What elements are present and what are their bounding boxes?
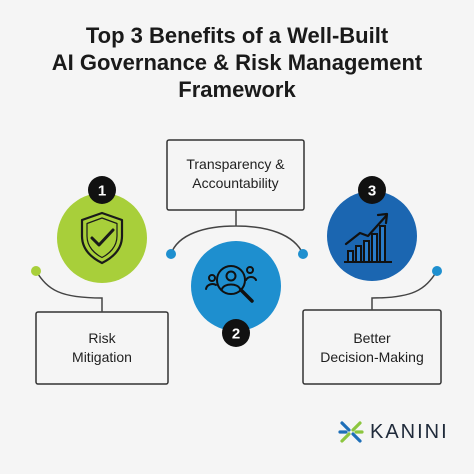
connector-dot-center-left — [166, 249, 176, 259]
page-title: Top 3 Benefits of a Well-Built AI Govern… — [0, 22, 474, 103]
shield-check-icon — [80, 211, 124, 265]
number-badge-2 — [222, 319, 250, 347]
number-badge-3-text: 3 — [368, 183, 376, 200]
kanini-logo-icon — [338, 421, 364, 443]
number-badge-2-text: 2 — [232, 326, 240, 343]
benefit-circle-1 — [57, 193, 147, 283]
benefit-label-2-line-2: Accountability — [192, 175, 279, 191]
connector-center — [170, 210, 304, 255]
benefit-label-1-line-2: Mitigation — [72, 349, 132, 365]
title-line-2: AI Governance & Risk Management — [51, 50, 423, 75]
title-line-1: Top 3 Benefits of a Well-Built — [85, 23, 389, 48]
number-badge-1-text: 1 — [98, 183, 106, 200]
benefit-label-3-line-1: Better — [353, 330, 391, 346]
brand-name: KANINI — [370, 420, 449, 443]
connector-dot-right — [432, 266, 442, 276]
benefit-label-2: Transparency & Accountability — [167, 155, 304, 193]
people-search-icon — [205, 265, 257, 303]
connector-left — [35, 270, 103, 312]
connector-right — [371, 270, 438, 310]
number-badge-3 — [358, 176, 386, 204]
benefit-label-3-line-2: Decision-Making — [320, 349, 424, 365]
connector-dot-left — [31, 266, 41, 276]
brand: KANINI — [336, 418, 449, 446]
benefit-label-3: Better Decision-Making — [303, 329, 441, 367]
number-badge-1 — [88, 176, 116, 204]
growth-chart-icon — [344, 212, 392, 263]
benefit-label-1-line-1: Risk — [88, 330, 116, 346]
connector-dot-center-right — [298, 249, 308, 259]
title-line-3: Framework — [178, 77, 296, 102]
benefit-label-2-line-1: Transparency & — [186, 156, 285, 172]
connector-lines — [35, 210, 438, 312]
benefit-label-1: Risk Mitigation — [36, 329, 168, 367]
